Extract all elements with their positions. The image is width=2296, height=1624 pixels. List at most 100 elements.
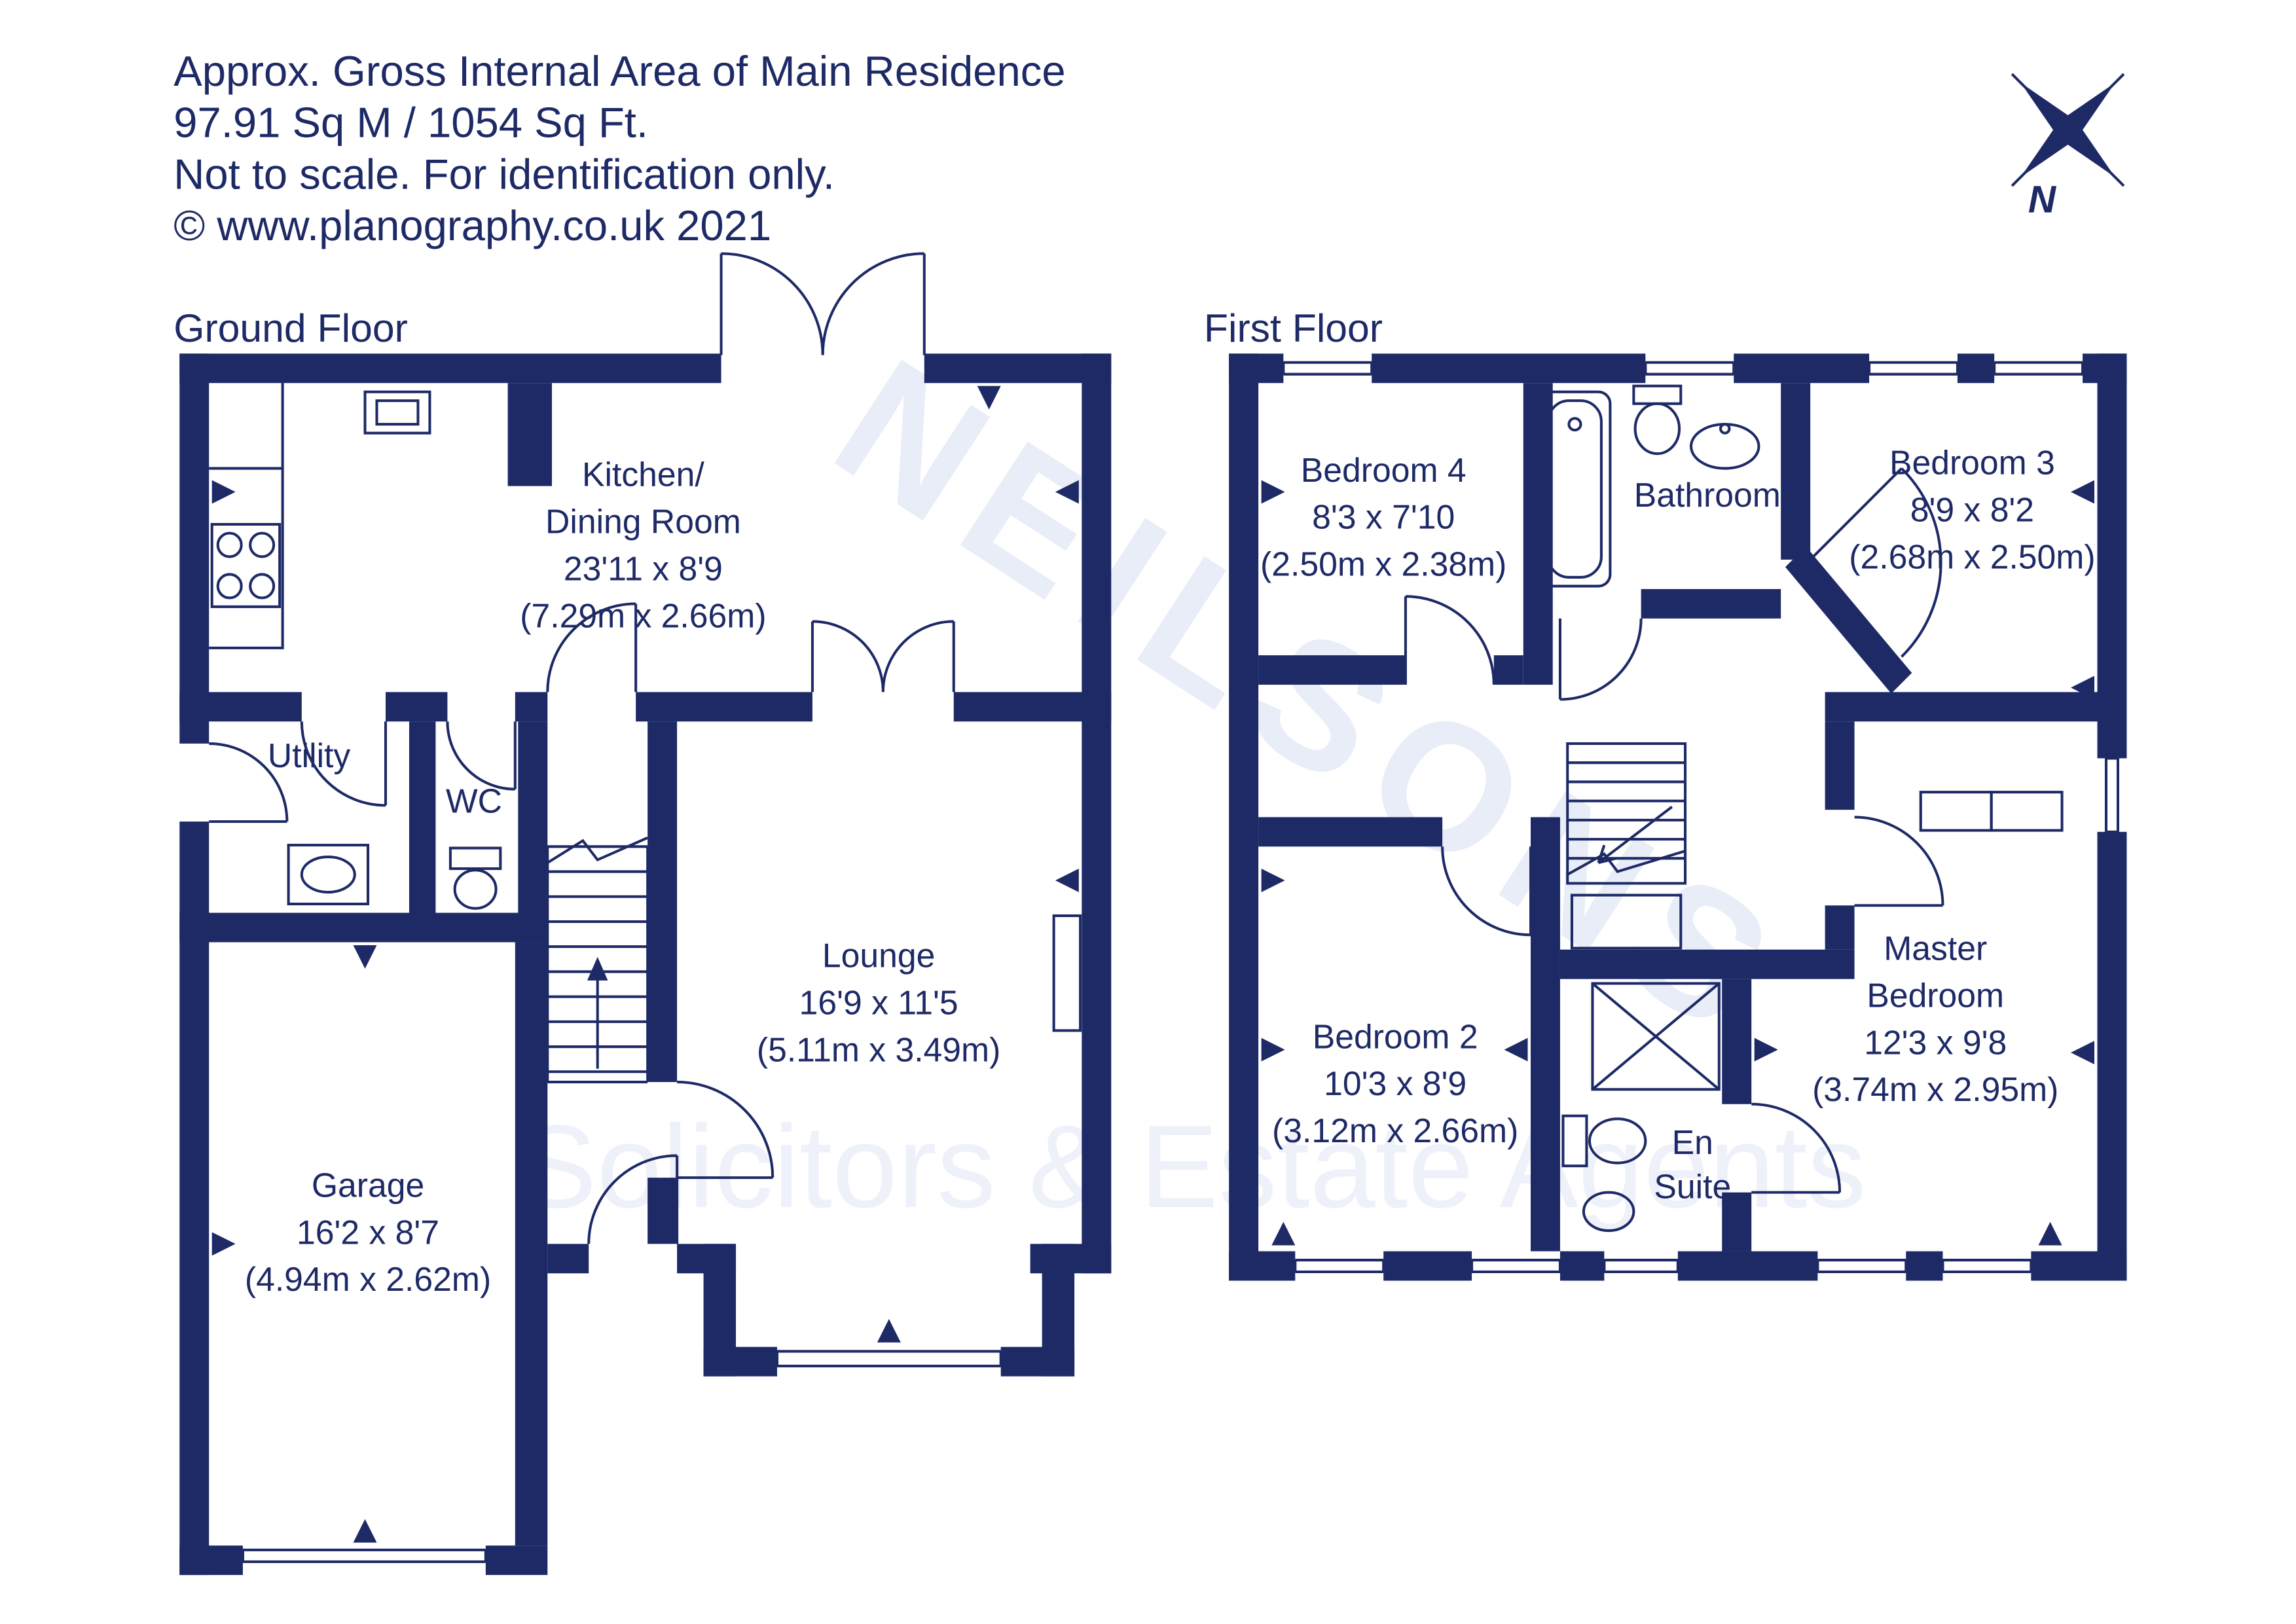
hob-icon [210,522,282,608]
stairs-down-arrow [1597,806,1673,865]
lounge-label: Lounge [822,937,935,975]
shower-icon [1591,982,1721,1091]
window-marker [1504,1038,1528,1062]
kitchen-dims: 23'11 x 8'9 [564,549,723,587]
utility-door [300,721,388,807]
bedroom4-dims: 8'3 x 7'10 [1312,498,1455,536]
header: Approx. Gross Internal Area of Main Resi… [173,47,1065,249]
window-marker [977,386,1001,410]
watermark-tagline: Solicitors & Estate Agents [518,1101,1866,1233]
first-floor-stairs [1566,742,1687,950]
window-marker [1754,1038,1778,1062]
garage-dims: 16'2 x 8'7 [297,1213,439,1251]
bathroom-label: Bathroom [1634,476,1781,514]
compass-north-label: N [2028,178,2057,221]
lounge-dims: 16'9 x 11'5 [799,984,958,1022]
ensuite-door [1751,1102,1842,1194]
bathroom-toilet-icon [1632,384,1683,456]
front-door [587,1154,679,1244]
first-floor-walls [1229,353,2127,1281]
stairs-up-arrowhead [587,956,608,981]
window-marker [1055,480,1079,504]
first-floor-fixtures [1538,384,2064,1233]
master-wardrobe [1919,791,2064,832]
ensuite-sink-icon [1582,1191,1635,1233]
window-marker [877,1318,901,1343]
kitchen-dims-metric: (7.29m x 2.66m) [520,596,766,634]
master-bedroom-dims: 12'3 x 9'8 [1864,1023,2007,1061]
ensuite-label-2: Suite [1654,1168,1731,1206]
ensuite-label: En [1672,1123,1713,1161]
ground-floor-windows [241,1350,1002,1563]
bedroom4-label: Bedroom 4 [1301,451,1467,489]
first-floor-windows [1282,361,2120,1274]
kitchen-label: Kitchen/ [582,456,704,494]
wc-label: WC [446,782,502,820]
lounge-radiator [1052,914,1082,1032]
window-marker [1261,869,1285,893]
window-marker [211,480,236,504]
ground-floor-stairs [546,836,649,1084]
window-marker [1055,869,1079,893]
bathroom-sink-icon [1690,423,1760,470]
bath-icon [1538,390,1612,588]
window-marker [353,945,377,969]
master-door [1854,816,1944,907]
wc-toilet-icon [448,846,502,910]
garage-label: Garage [312,1166,424,1204]
ground-floor-window-markers [211,386,1079,1543]
window-marker [353,1519,377,1543]
first-floor-window-markers [1261,480,2095,1246]
first-floor-labels: Bedroom 4 8'3 x 7'10 (2.50m x 2.38m) Bat… [1260,444,2096,1206]
garage-dims-metric: (4.94m x 2.62m) [245,1260,491,1298]
bay-window [775,1350,1002,1367]
ensuite-toilet-icon [1561,1114,1647,1168]
bedroom3-label: Bedroom 3 [1889,444,2055,482]
garage-door [241,1548,487,1563]
window-marker [1261,480,1285,504]
utility-external-door [209,742,289,823]
french-doors [720,252,926,355]
master-bedroom-dims-metric: (3.74m x 2.95m) [1812,1070,2058,1108]
first-floor-plan: First Floor [1204,306,2127,1281]
bedroom2-dims-metric: (3.12m x 2.66m) [1272,1111,1518,1149]
watermark: NEILSONS Solicitors & Estate Agents [518,321,1866,1233]
compass-icon: N [2011,73,2125,221]
kitchen-counter [209,383,284,649]
utility-sink-icon [287,844,370,906]
kitchen-door [546,602,638,693]
landing-cupboard [1570,893,1683,950]
bedroom3-dims-metric: (2.68m x 2.50m) [1849,537,2095,575]
bedroom2-door [1441,846,1533,937]
diagonal-wall [1785,546,1912,694]
window-marker [1261,1038,1285,1062]
window-marker [211,1232,236,1256]
header-line-1: Approx. Gross Internal Area of Main Resi… [173,47,1065,95]
kitchen-appliance-icon [363,390,431,435]
bedroom4-dims-metric: (2.50m x 2.38m) [1260,545,1506,583]
ground-floor-title: Ground Floor [173,306,408,350]
utility-label: Utility [268,736,350,774]
first-floor-doors [1404,467,1944,1194]
lounge-door [677,1080,774,1180]
bedroom3-dims: 8'9 x 8'2 [1910,491,2034,529]
window-marker [2071,480,2095,504]
stairs-break-line [547,836,648,864]
window-marker [2071,1041,2095,1065]
bedroom4-door [1404,595,1495,685]
kitchen-label-2: Dining Room [545,502,741,540]
bedroom3-door [1806,467,1942,658]
lounge-dims-metric: (5.11m x 3.49m) [757,1031,1000,1069]
ground-floor-walls [179,353,1112,1576]
bathroom-door [1558,618,1643,701]
ground-floor-plan: Ground Floor [173,252,1112,1576]
header-line-3: Not to scale. For identification only. [173,150,835,198]
window-marker [2071,676,2095,700]
window-marker [1271,1221,1296,1246]
ground-floor-doors [209,252,955,1244]
ground-floor-labels: Kitchen/ Dining Room 23'11 x 8'9 (7.29m … [245,456,1000,1299]
header-line-2: 97.91 Sq M / 1054 Sq Ft. [173,99,648,147]
header-line-4: © www.planography.co.uk 2021 [173,202,771,249]
master-bedroom-label-2: Bedroom [1867,976,2004,1014]
